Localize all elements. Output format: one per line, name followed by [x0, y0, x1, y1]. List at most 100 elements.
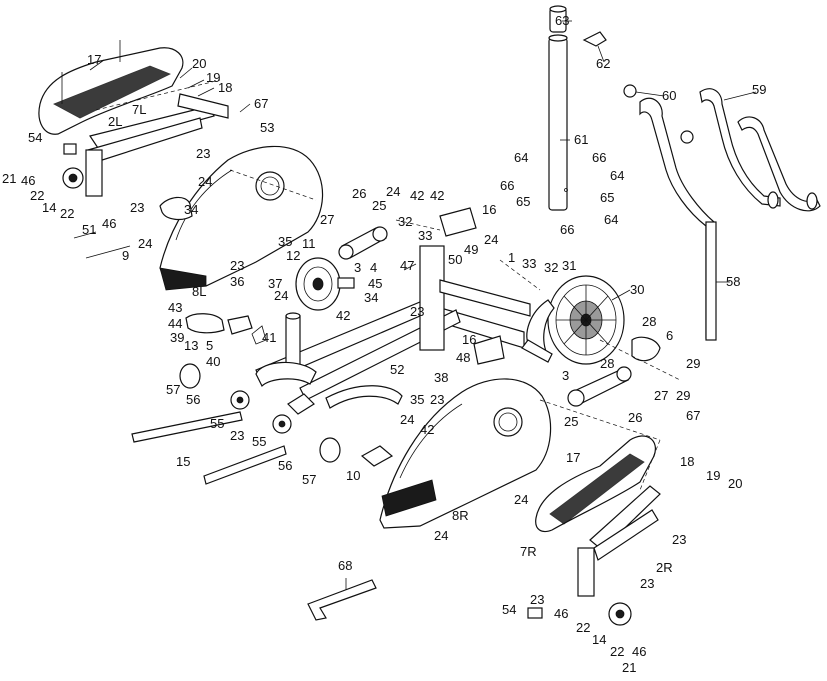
label-56a: 56 [186, 392, 200, 407]
label-55a: 55 [210, 416, 224, 431]
label-1: 1 [508, 250, 515, 265]
label-33a: 33 [418, 228, 432, 243]
part-labels: 63 62 17 20 19 18 7L 67 2L 53 54 23 21 4… [2, 13, 766, 675]
label-60: 60 [662, 88, 676, 103]
label-65a: 65 [516, 194, 530, 209]
label-28b: 28 [600, 356, 614, 371]
label-42c: 42 [420, 422, 434, 437]
label-24g: 24 [434, 528, 448, 543]
label-10: 10 [346, 468, 360, 483]
label-41: 41 [262, 330, 276, 345]
label-7L: 7L [132, 102, 146, 117]
left-shroud [159, 145, 324, 291]
label-64b: 64 [610, 168, 624, 183]
label-27a: 27 [320, 212, 334, 227]
label-35a: 35 [278, 234, 292, 249]
label-3a: 3 [354, 260, 361, 275]
label-36: 36 [230, 274, 244, 289]
label-29a: 29 [686, 356, 700, 371]
label-46d: 46 [632, 644, 646, 659]
label-54b: 54 [502, 602, 516, 617]
label-24h: 24 [484, 232, 498, 247]
label-63: 63 [555, 13, 569, 28]
label-23d: 23 [410, 304, 424, 319]
label-33b: 33 [522, 256, 536, 271]
label-15: 15 [176, 454, 190, 469]
label-30: 30 [630, 282, 644, 297]
label-23h: 23 [640, 576, 654, 591]
label-42b: 42 [336, 308, 350, 323]
flywheel [295, 257, 355, 311]
label-13: 13 [184, 338, 198, 353]
stabilizer-bars [131, 363, 341, 485]
label-8R: 8R [452, 508, 469, 523]
label-39: 39 [170, 330, 184, 345]
handlebar-assembly [623, 84, 821, 341]
label-23b: 23 [130, 200, 144, 215]
label-6: 6 [666, 328, 673, 343]
label-66c: 66 [560, 222, 574, 237]
label-23i: 23 [530, 592, 544, 607]
label-20: 20 [192, 56, 206, 71]
drive-pulley [521, 275, 625, 365]
label-47: 47 [400, 258, 414, 273]
label-37a: 37 [268, 276, 282, 291]
label-56b: 56 [278, 458, 292, 473]
label-51: 51 [82, 222, 96, 237]
label-2L: 2L [108, 114, 122, 129]
label-24d: 24 [386, 184, 400, 199]
label-26b: 26 [628, 410, 642, 425]
label-62: 62 [596, 56, 610, 71]
label-46b: 46 [102, 216, 116, 231]
label-27b: 27 [654, 388, 668, 403]
label-43: 43 [168, 300, 182, 315]
label-68: 68 [338, 558, 352, 573]
label-22d: 22 [610, 644, 624, 659]
label-23e: 23 [430, 392, 444, 407]
label-24e: 24 [400, 412, 414, 427]
label-24b: 24 [138, 236, 152, 251]
label-11: 11 [302, 236, 316, 251]
label-24a: 24 [198, 174, 212, 189]
label-55b: 55 [252, 434, 266, 449]
label-16a: 16 [482, 202, 496, 217]
label-67: 67 [254, 96, 268, 111]
label-42a: 42 [430, 188, 444, 203]
label-61: 61 [574, 132, 588, 147]
label-26a: 26 [352, 186, 366, 201]
label-38: 38 [434, 370, 448, 385]
label-34b: 34 [364, 290, 378, 305]
label-25b: 25 [564, 414, 578, 429]
assembly-guide-lines [95, 79, 681, 491]
label-24c: 24 [274, 288, 288, 303]
label-2R: 2R [656, 560, 673, 575]
label-31: 31 [562, 258, 576, 273]
label-21: 21 [2, 171, 16, 186]
label-12: 12 [286, 248, 300, 263]
label-22a: 22 [30, 188, 44, 203]
label-53: 53 [260, 120, 274, 135]
label-40: 40 [206, 354, 220, 369]
label-46c: 46 [554, 606, 568, 621]
right-shroud [379, 378, 552, 529]
label-66b: 66 [592, 150, 606, 165]
label-3b: 3 [562, 368, 569, 383]
label-21b: 21 [622, 660, 636, 675]
label-16b: 16 [462, 332, 476, 347]
label-50: 50 [448, 252, 462, 267]
label-42d: 42 [410, 188, 424, 203]
label-67b: 67 [686, 408, 700, 423]
label-22c: 22 [576, 620, 590, 635]
label-32a: 32 [398, 214, 412, 229]
label-54: 54 [28, 130, 42, 145]
label-18: 18 [218, 80, 232, 95]
label-65b: 65 [600, 190, 614, 205]
left-pedal-assembly [38, 40, 229, 197]
label-7R: 7R [520, 544, 537, 559]
label-64a: 64 [514, 150, 528, 165]
label-52: 52 [390, 362, 404, 377]
misc-small-parts [73, 196, 661, 621]
label-64c: 64 [604, 212, 618, 227]
label-5: 5 [206, 338, 213, 353]
right-pedal-assembly [527, 435, 661, 626]
